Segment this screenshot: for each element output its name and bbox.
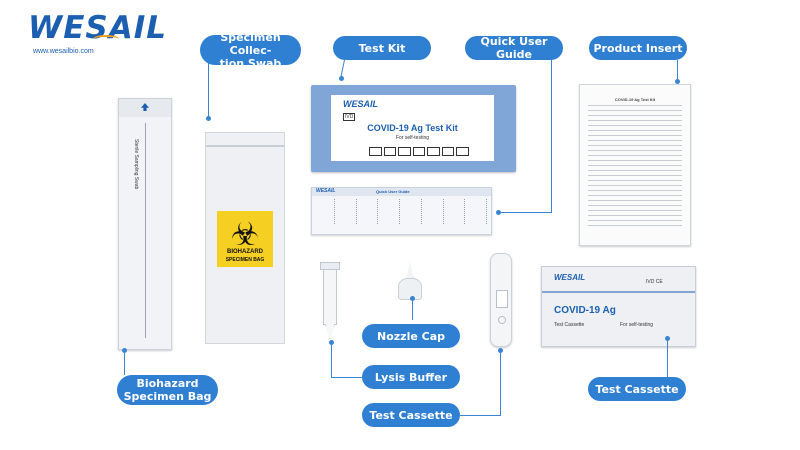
label-nozzle-cap: Nozzle Cap <box>362 324 460 348</box>
kit-subtitle: For self-testing <box>395 135 430 141</box>
connector-dot <box>498 348 503 353</box>
label-test-cassette-right: Test Cassette <box>588 377 686 401</box>
result-window <box>496 290 508 308</box>
quick-guide-card: WESAIL Quick User Guide <box>311 187 492 235</box>
logo-url: www.wesailbio.com <box>33 48 94 55</box>
label-test-kit: Test Kit <box>333 36 431 60</box>
kit-brand: WESAIL <box>343 99 378 109</box>
connector <box>667 338 668 377</box>
pouch-title: COVID-19 Ag <box>554 305 616 316</box>
label-biohazard-bag: Biohazard Specimen Bag <box>117 375 218 405</box>
swab-divider <box>145 123 146 338</box>
label-quick-guide: Quick User Guide <box>465 35 563 61</box>
connector-dot <box>329 340 334 345</box>
kit-symbol-icon <box>398 147 411 156</box>
label-test-cassette-bottom: Test Cassette <box>362 403 460 427</box>
kit-ivd-mark: IVD <box>343 113 356 121</box>
connector <box>677 60 678 80</box>
guide-header <box>312 188 491 196</box>
kit-title: COVID-19 Ag Test Kit <box>367 123 458 133</box>
test-kit-box: WESAIL IVD COVID-19 Ag Test Kit For self… <box>311 85 516 172</box>
connector <box>331 342 332 377</box>
guide-step <box>468 199 487 224</box>
connector-dot <box>339 76 344 81</box>
kit-front-panel: WESAIL IVD COVID-19 Ag Test Kit For self… <box>331 95 494 161</box>
connector <box>460 415 501 416</box>
guide-step <box>447 199 466 224</box>
pouch-marks: IVD CE <box>646 279 663 285</box>
guide-brand: WESAIL <box>316 188 336 194</box>
bag-text-1: BIOHAZARD <box>227 249 263 255</box>
connector-dot <box>410 296 415 301</box>
biohazard-label: ☣ BIOHAZARD SPECIMEN BAG <box>217 211 273 267</box>
guide-step <box>403 199 422 224</box>
tube-body <box>323 269 337 325</box>
guide-steps <box>316 199 487 224</box>
bag-zip <box>206 145 284 147</box>
bag-text-2: SPECIMEN BAG <box>225 257 265 263</box>
connector <box>500 212 552 213</box>
test-cassette-pouch: WESAIL IVD CE COVID-19 Ag Test Cassette … <box>541 266 696 347</box>
pouch-subtitle-1: Test Cassette <box>554 322 585 328</box>
label-lysis-buffer: Lysis Buffer <box>362 365 460 389</box>
connector <box>412 298 413 320</box>
lysis-buffer-tube <box>320 262 340 339</box>
guide-step <box>338 199 357 224</box>
kit-symbol-icon <box>456 147 470 156</box>
guide-step <box>425 199 444 224</box>
tube-tip <box>325 324 335 339</box>
connector <box>500 350 501 416</box>
kit-symbol-icon <box>441 147 455 156</box>
connector <box>551 58 552 213</box>
kit-symbol-row <box>369 147 470 156</box>
connector-dot <box>122 348 127 353</box>
kit-symbol-icon <box>412 147 426 156</box>
guide-step <box>360 199 379 224</box>
pouch-subtitle-2: For self-testing <box>620 322 654 328</box>
insert-title: COVID-19 Ag Test Kit <box>614 97 656 102</box>
biohazard-bag: ☣ BIOHAZARD SPECIMEN BAG <box>205 132 285 344</box>
connector <box>331 377 363 378</box>
sample-well <box>498 316 506 324</box>
kit-symbol-icon <box>427 147 440 156</box>
kit-symbol-icon <box>369 147 382 156</box>
specimen-swab-package: Sterile Sampling Swab <box>118 98 172 350</box>
guide-title: Quick User Guide <box>376 189 410 194</box>
product-insert-sheet: COVID-19 Ag Test Kit <box>579 84 691 246</box>
test-cassette-device <box>490 253 512 347</box>
connector-dot <box>206 116 211 121</box>
label-product-insert: Product Insert <box>589 36 687 60</box>
connector-dot <box>675 79 680 84</box>
swab-label: Sterile Sampling Swab <box>133 139 139 190</box>
guide-step <box>381 199 400 224</box>
biohazard-icon: ☣ <box>230 216 260 252</box>
nozzle-cap-item <box>398 262 422 302</box>
connector-dot <box>665 336 670 341</box>
connector <box>124 350 125 375</box>
pouch-band <box>542 291 695 293</box>
pouch-brand: WESAIL <box>554 273 586 282</box>
insert-text-lines <box>588 105 682 230</box>
kit-symbol-icon <box>383 147 397 156</box>
up-arrow-icon <box>141 103 149 111</box>
logo-swoosh <box>93 35 119 43</box>
connector-dot <box>496 210 501 215</box>
connector <box>208 62 209 118</box>
guide-step <box>316 199 335 224</box>
label-specimen-swab: Specimen Collec- tion Swab <box>200 31 301 70</box>
